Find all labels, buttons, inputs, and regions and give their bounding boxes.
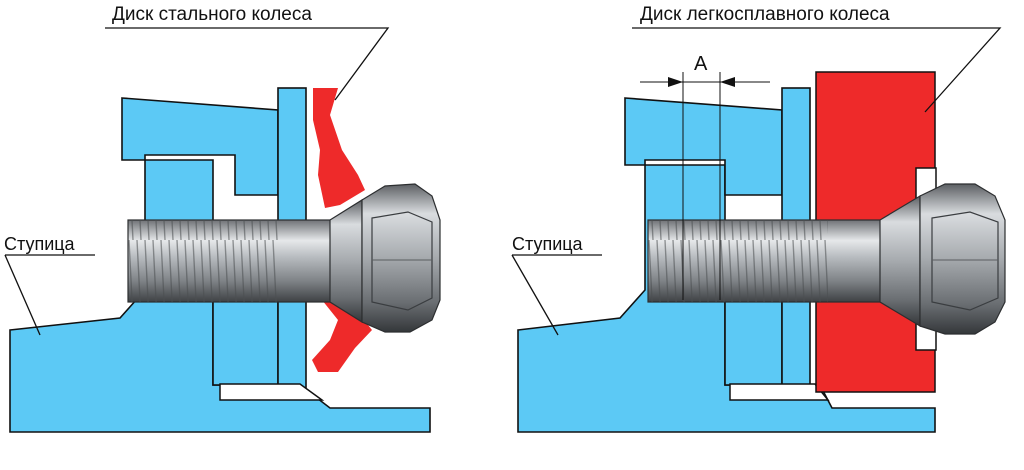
- bolt-cone-left: [329, 198, 363, 324]
- steel-wheel-disc: [313, 88, 365, 208]
- bolt-head-facet-left: [371, 211, 433, 311]
- hub-flange-lower-left: [212, 299, 279, 386]
- hub-left-leader-tail: [4, 254, 41, 336]
- bolt-thread-left: [128, 220, 278, 302]
- dimension-a-arrow-left: [668, 77, 683, 87]
- dimension-a-arrow-right: [720, 77, 735, 87]
- bolt-thread-right: [648, 220, 828, 302]
- dimension-a-label: А: [694, 53, 708, 75]
- alloy-disc-leader: [632, 27, 1002, 113]
- bolt-head-left: [361, 183, 441, 333]
- alloy-disc-label: Диск легкосплавного колеса: [640, 4, 890, 25]
- hub-left-label: Ступица: [4, 234, 76, 254]
- hub-recess-left: [219, 383, 325, 401]
- hub-flange-lower-right: [724, 299, 783, 386]
- alloy-wheel-assembly: А Диск легкосплавного колеса Ступица: [511, 4, 1006, 433]
- steel-disc-leader: [105, 27, 390, 101]
- steel-wheel-assembly: Диск стального колеса Ступица: [4, 4, 441, 433]
- hub-right-label: Ступица: [512, 234, 584, 254]
- hub-right-leader-tail: [511, 254, 559, 336]
- bolt-head-facet-right: [931, 211, 999, 311]
- bolt-head-right: [919, 183, 1006, 335]
- steel-disc-label: Диск стального колеса: [112, 4, 312, 25]
- hub-recess-right: [729, 383, 830, 401]
